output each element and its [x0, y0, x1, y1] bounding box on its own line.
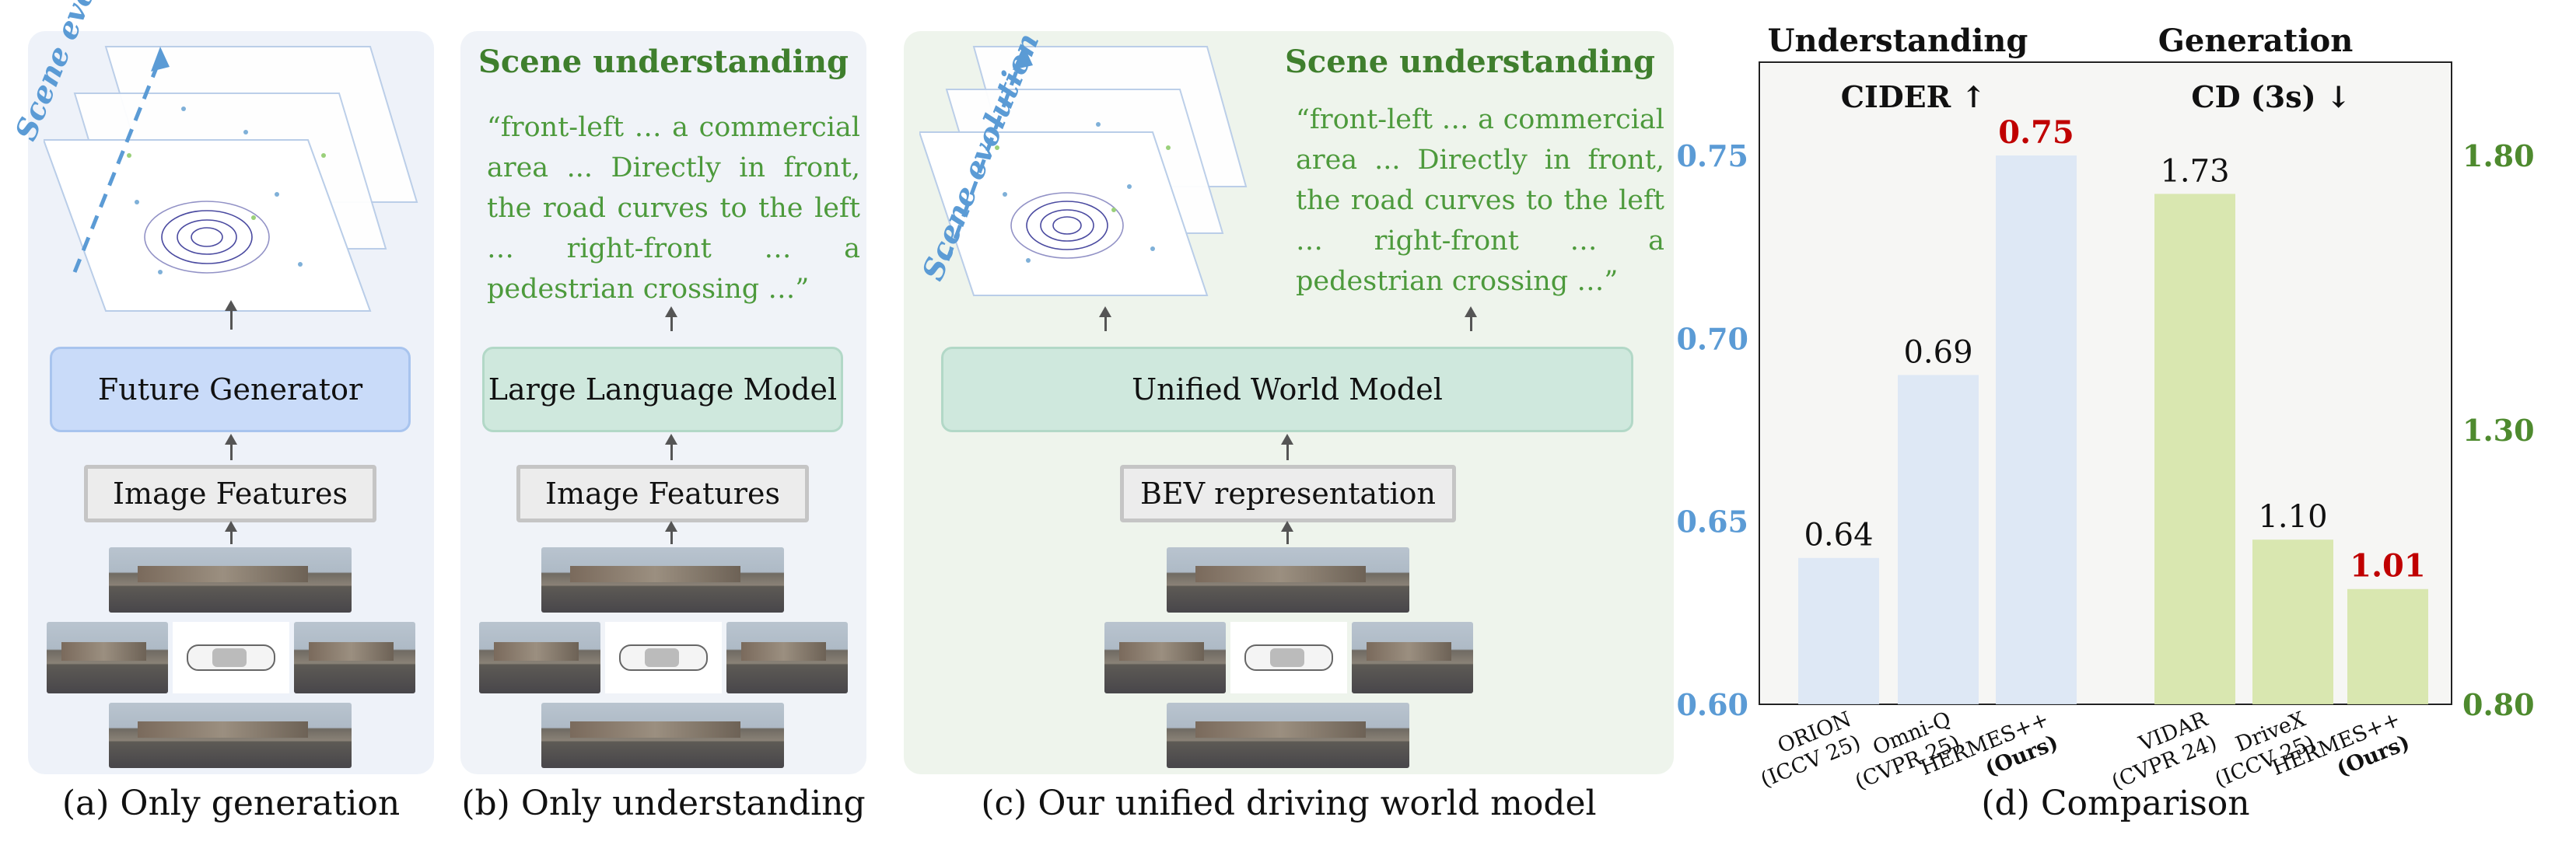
arrow-up	[1281, 434, 1293, 460]
metric-label-1: CD (3s) ↓	[2191, 79, 2350, 114]
panel-b-title: Scene understanding	[478, 44, 849, 80]
panel-c-title: Scene understanding	[1284, 44, 1655, 80]
metric-label-0: CIDER ↑	[1841, 79, 1986, 114]
y-tick-left: 0.75	[1676, 138, 1748, 173]
arrow-up	[665, 434, 677, 460]
bar	[2154, 194, 2235, 705]
unified-world-model-box: Unified World Model	[941, 347, 1633, 432]
arrow-up	[225, 434, 237, 460]
group-title-1: Generation	[2158, 23, 2354, 59]
image-features-box: Image Features	[84, 465, 376, 522]
bar-value-label: 1.10	[2258, 499, 2327, 535]
panel-c-quote: “front-left … a commercial area ... Dire…	[1296, 104, 1664, 297]
chart-frame	[1759, 61, 2452, 705]
image-features-box: Image Features	[516, 465, 809, 522]
arrow-up	[1099, 306, 1111, 331]
caption-a: (a) Only generation	[61, 784, 401, 823]
bev-representation-box: BEV representation	[1120, 465, 1456, 522]
panel-a-lidar-stack	[44, 46, 418, 312]
panel-b-quote: “front-left … a commercial area ... Dire…	[487, 112, 860, 305]
bar	[2347, 588, 2428, 704]
bar	[1996, 155, 2077, 704]
car-icon	[187, 644, 275, 671]
bar-value-label: 0.64	[1804, 518, 1873, 553]
car-icon	[1244, 644, 1333, 671]
caption-c: (c) Our unified driving world model	[981, 784, 1597, 823]
bar	[1798, 557, 1879, 704]
bar-value-label: 1.73	[2160, 153, 2229, 189]
y-tick-right: 1.30	[2462, 413, 2535, 448]
y-tick-left: 0.60	[1676, 687, 1748, 722]
y-tick-left: 0.65	[1676, 505, 1748, 539]
group-title-0: Understanding	[1768, 23, 2028, 59]
future-generator-box: Future Generator	[50, 347, 411, 432]
arrow-up	[225, 300, 237, 330]
arrow-up	[1465, 306, 1477, 331]
bar-value-label: 1.01	[2350, 548, 2425, 585]
y-tick-right: 1.80	[2462, 138, 2535, 173]
y-tick-right: 0.80	[2462, 687, 2535, 722]
y-tick-left: 0.70	[1676, 321, 1748, 356]
car-icon	[619, 644, 708, 671]
arrow-up	[665, 521, 677, 544]
caption-b: (b) Only understanding	[461, 784, 866, 823]
panel-c-lidar-stack	[919, 45, 1248, 296]
caption-d: (d) Comparison	[1981, 784, 2250, 823]
arrow-up	[1281, 521, 1293, 544]
bar-value-label: 0.75	[1998, 114, 2074, 151]
bar	[1898, 375, 1979, 704]
arrow-up	[225, 521, 237, 544]
arrow-up	[665, 306, 677, 331]
bar-value-label: 0.69	[1903, 334, 1972, 370]
llm-box: Large Language Model	[482, 347, 843, 432]
bar	[2252, 539, 2333, 704]
